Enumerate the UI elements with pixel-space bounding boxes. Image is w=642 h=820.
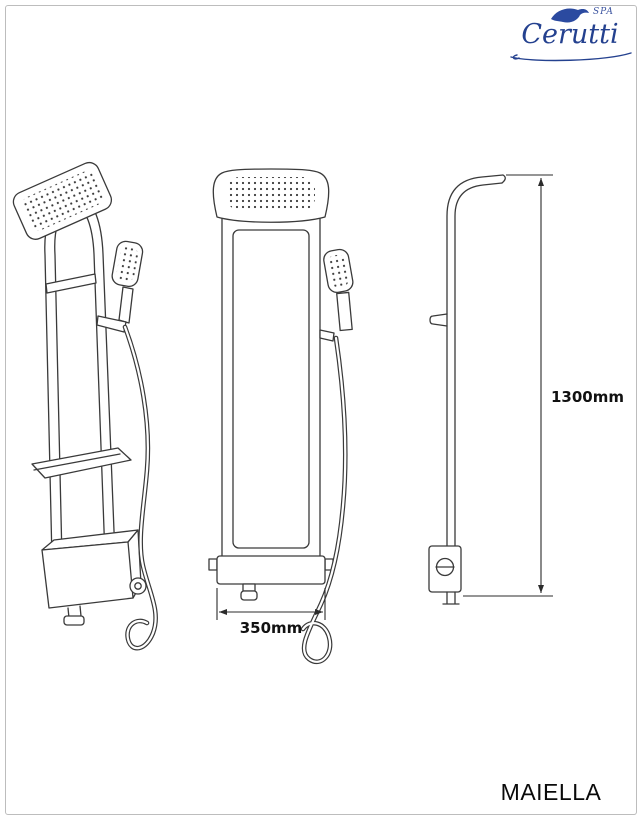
spout-front bbox=[240, 583, 258, 601]
width-dimension-label: 350mm bbox=[239, 619, 303, 637]
hand-shower bbox=[111, 240, 144, 288]
head-edge bbox=[501, 174, 506, 184]
hand-shower-holder-front bbox=[319, 329, 335, 342]
width-dimension bbox=[216, 588, 326, 620]
brand-logo: SPA Cerutti bbox=[505, 6, 635, 66]
dolphin-icon bbox=[551, 8, 589, 23]
height-dimension bbox=[463, 174, 553, 597]
knob bbox=[129, 577, 147, 595]
side-bracket bbox=[429, 313, 448, 327]
height-dimension-label: 1300mm bbox=[551, 388, 625, 406]
product-name: MAIELLA bbox=[500, 779, 602, 805]
brand-name: Cerutti bbox=[521, 19, 619, 50]
front-view bbox=[208, 168, 354, 665]
shelf bbox=[31, 447, 132, 479]
perspective-view bbox=[12, 161, 158, 651]
control-box-side bbox=[428, 545, 462, 605]
brand-flourish bbox=[510, 52, 632, 62]
panel-face bbox=[232, 229, 310, 549]
side-view bbox=[428, 174, 553, 605]
control-box bbox=[41, 529, 147, 609]
upper-bracket bbox=[45, 273, 97, 294]
hand-shower-handle bbox=[118, 286, 134, 324]
hand-shower-holder bbox=[96, 315, 127, 333]
overhead-shower-front bbox=[212, 168, 330, 223]
shower-hose-front bbox=[300, 335, 348, 665]
brand-tagline: SPA bbox=[593, 7, 614, 17]
hand-shower-front bbox=[323, 248, 354, 332]
control-box-front bbox=[208, 555, 334, 585]
overhead-shower bbox=[12, 161, 113, 240]
spout bbox=[63, 605, 85, 626]
shower-hose bbox=[122, 324, 158, 651]
